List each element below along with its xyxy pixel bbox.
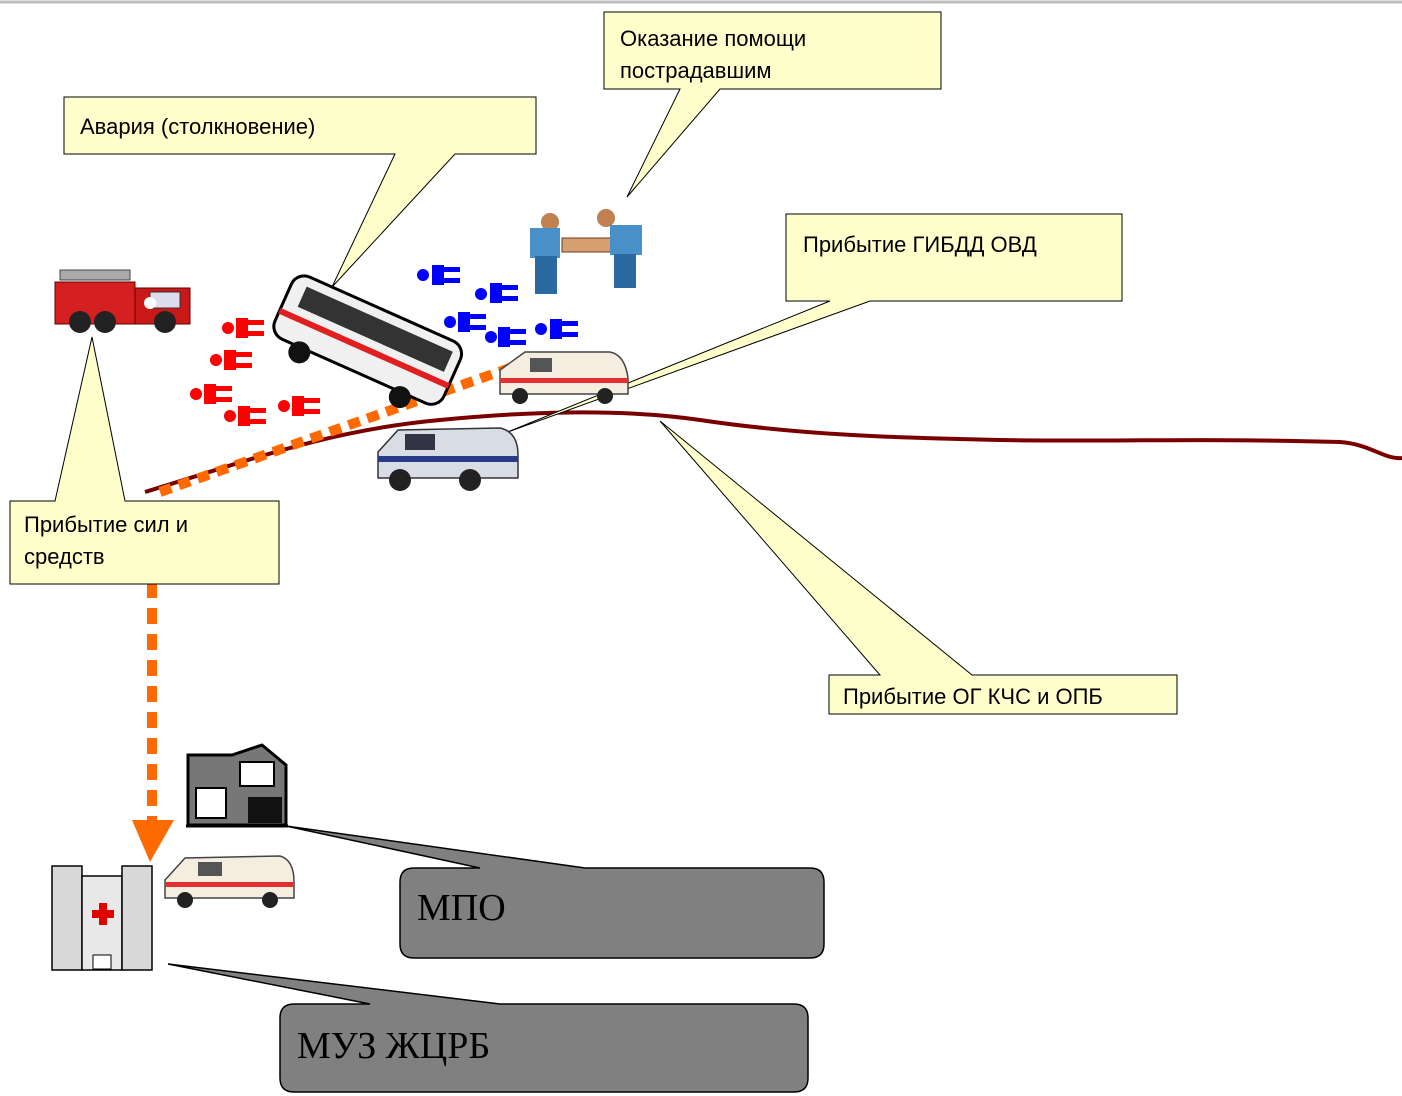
callout-aid-text-line1: Оказание помощи <box>620 26 807 51</box>
route-dashed-line <box>158 363 512 497</box>
callout-traffic-police-text: Прибытие ГИБДД ОВД <box>803 232 1037 257</box>
bus-icon <box>272 274 464 409</box>
blue-people-icon <box>417 265 578 347</box>
facility-callout-hospital <box>167 963 809 1093</box>
callout-forces-text-line2: средств <box>24 544 105 569</box>
mpo-label: МПО <box>417 887 506 929</box>
rescuers-icon <box>530 209 642 294</box>
hospital-label: МУЗ ЖЦРБ <box>297 1025 491 1067</box>
callout-aid <box>603 11 942 198</box>
callout-forces <box>9 336 280 585</box>
fire-truck-icon <box>54 269 191 333</box>
callout-aid-text-line2: пострадавшим <box>620 58 772 83</box>
callout-accident-text: Авария (столкновение) <box>80 114 316 139</box>
ambulance-mpo-icon <box>164 855 295 908</box>
road-line <box>144 410 1402 494</box>
callout-forces-text-line1: Прибытие сил и <box>24 512 188 537</box>
police-car-icon <box>377 427 519 491</box>
house-icon <box>186 743 288 828</box>
callout-traffic-police <box>504 213 1123 434</box>
hospital-icon <box>51 865 153 971</box>
callout-emergency-group-text: Прибытие ОГ КЧС и ОПБ <box>843 684 1103 709</box>
ambulance-icon <box>499 351 629 404</box>
callout-emergency-group <box>659 420 1178 715</box>
red-victims-icon <box>190 318 320 426</box>
facility-callout-mpo <box>285 825 825 959</box>
route-arrow-head <box>132 820 174 862</box>
callout-accident <box>63 96 537 288</box>
